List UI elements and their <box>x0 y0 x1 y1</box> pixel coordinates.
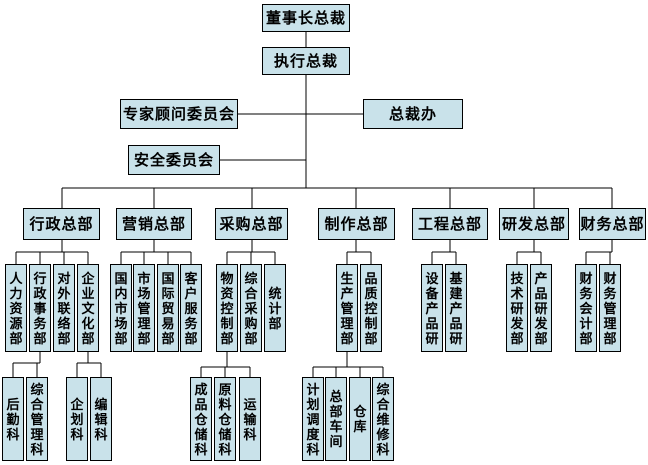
node-corporate-culture: 企业文化部 <box>77 264 99 352</box>
node-international-trade: 国际贸易部 <box>157 264 179 352</box>
node-logistics-section: 后勤科 <box>2 377 24 461</box>
node-market-management: 市场管理部 <box>133 264 155 352</box>
node-dept-admin: 行政总部 <box>23 208 100 240</box>
node-equipment-product: 设备产品研 <box>421 264 443 352</box>
node-financial-management: 财务管理部 <box>599 264 621 352</box>
node-advisory-committee: 专家顾问委员会 <box>120 99 238 129</box>
node-quality-control: 品质控制部 <box>360 264 382 352</box>
node-dept-production: 制作总部 <box>318 208 395 240</box>
node-general-purchasing: 综合采购部 <box>240 264 262 352</box>
node-external-liaison: 对外联络部 <box>53 264 75 352</box>
node-plan-dispatch-section: 计划调度科 <box>302 377 324 461</box>
node-dept-rnd: 研发总部 <box>499 208 569 240</box>
node-admin-affairs: 行政事务部 <box>29 264 51 352</box>
node-customer-service: 客户服务部 <box>180 264 202 352</box>
node-production-management: 生产管理部 <box>336 264 358 352</box>
node-president-office: 总裁办 <box>363 99 463 129</box>
node-editing-section: 编辑科 <box>90 377 112 461</box>
node-tech-rnd: 技术研发部 <box>506 264 528 352</box>
node-material-control: 物资控制部 <box>216 264 238 352</box>
node-dept-procurement: 采购总部 <box>215 208 288 240</box>
node-dept-marketing: 营销总部 <box>116 208 192 240</box>
node-financial-accounting: 财务会计部 <box>575 264 597 352</box>
node-domestic-market: 国内市场部 <box>110 264 132 352</box>
node-hq-workshop: 总部车间 <box>325 377 347 461</box>
node-transport-section: 运输科 <box>239 377 261 461</box>
node-dept-engineering: 工程总部 <box>412 208 488 240</box>
node-infrastructure-product: 基建产品研 <box>445 264 467 352</box>
node-chairman: 董事长总裁 <box>262 4 350 32</box>
node-warehouse: 仓库 <box>349 377 371 461</box>
node-product-rnd: 产品研发部 <box>530 264 552 352</box>
node-finished-goods-warehouse: 成品仓储科 <box>190 377 212 461</box>
node-planning-section: 企划科 <box>66 377 88 461</box>
node-statistics: 统计部 <box>264 264 286 352</box>
node-human-resources: 人力资源部 <box>5 264 27 352</box>
node-safety-committee: 安全委员会 <box>128 145 220 175</box>
node-ceo: 执行总裁 <box>262 47 350 75</box>
node-general-management-section: 综合管理科 <box>26 377 48 461</box>
node-raw-material-warehouse: 原料仓储科 <box>214 377 236 461</box>
node-dept-finance: 财务总部 <box>579 208 646 240</box>
node-maintenance-section: 综合维修科 <box>372 377 394 461</box>
